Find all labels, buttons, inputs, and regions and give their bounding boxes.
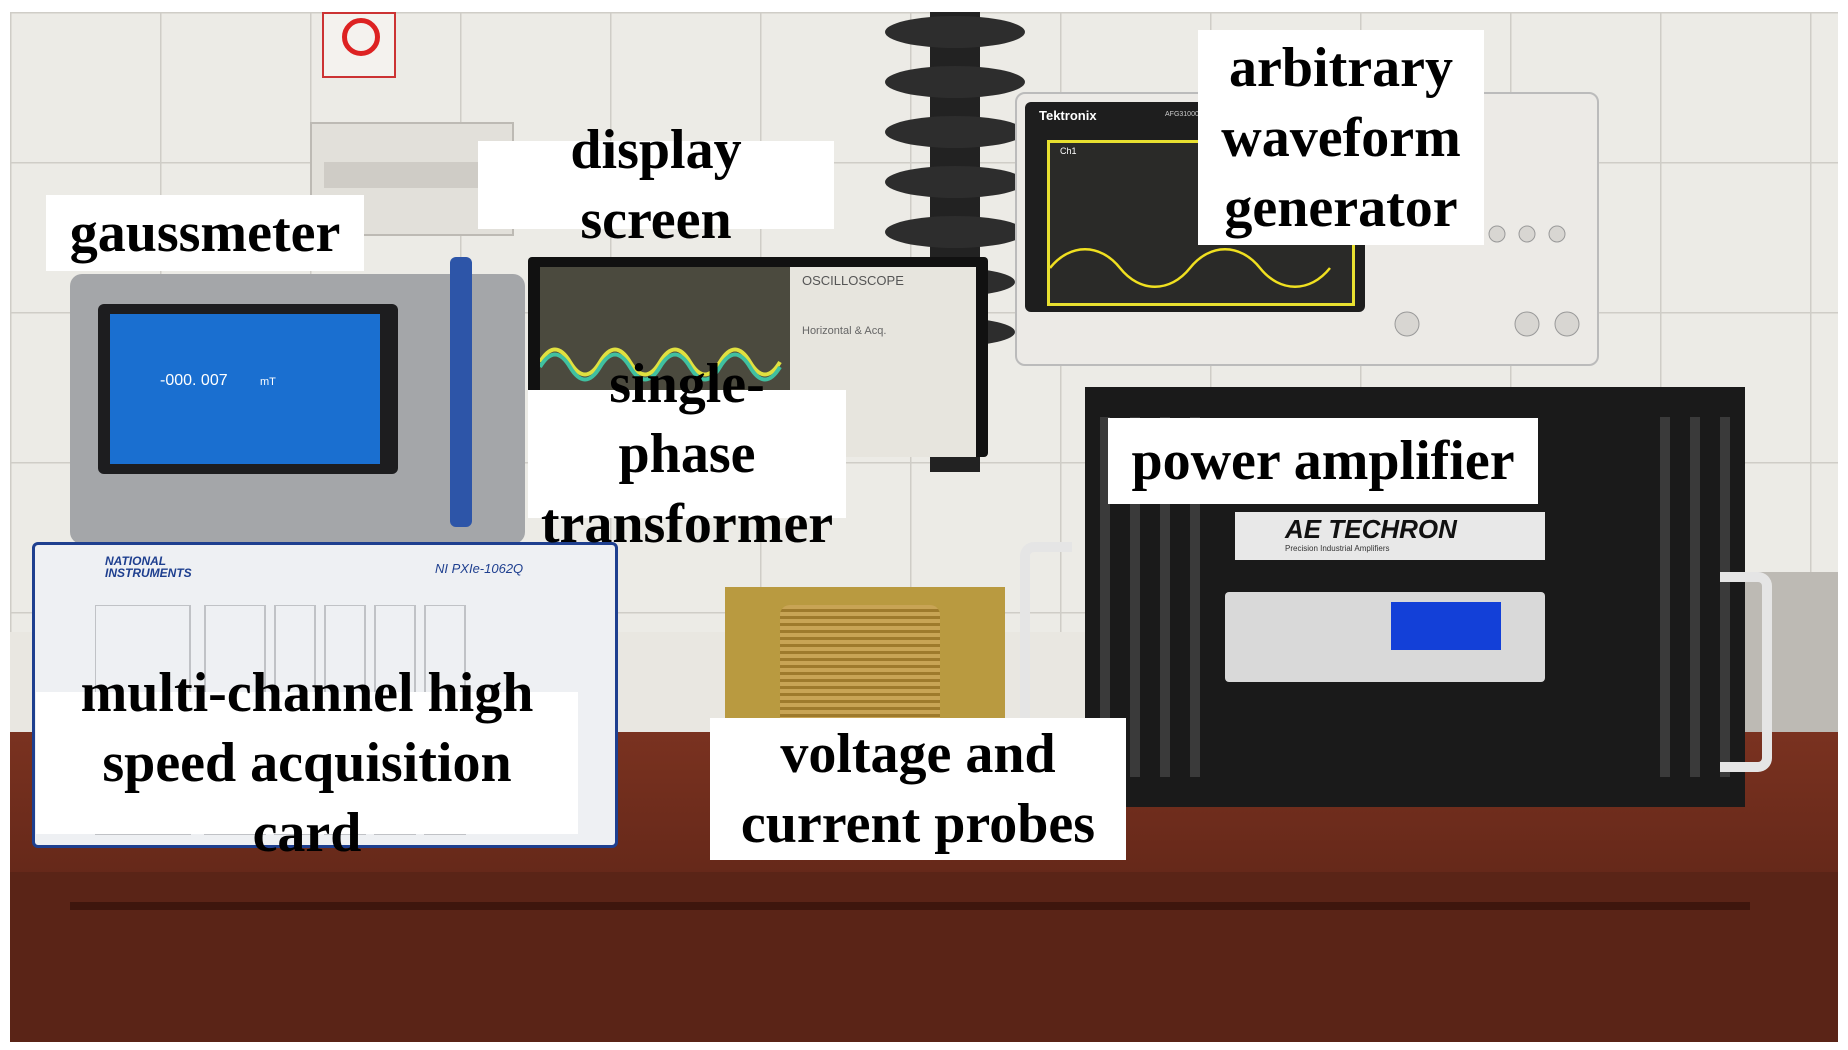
label-display-screen: display screen [478,119,834,251]
awg-controls [1394,225,1580,337]
amp-handle-right [1720,572,1772,772]
label-acquisition-card: multi-channel high speed acquisition car… [36,662,578,864]
awg-waveform [1050,248,1331,288]
amp-lcd [1391,602,1501,650]
label-probes: voltage and current probes [710,718,1126,860]
amp-brand: AE TECHRON [1285,514,1457,544]
scope-waveform [540,347,782,382]
gaussmeter-unit: mT [260,376,276,388]
label-power-amplifier: power amplifier [1108,418,1538,504]
lab-photo: OSCILLOSCOPE Horizontal & Acq. Tektronix… [10,12,1838,1042]
warning-sign [322,12,396,78]
ni-brand: NATIONAL INSTRUMENTS [105,554,192,580]
label-awg: arbitrary waveform generator [1198,30,1484,245]
gaussmeter-reading: -000. 007 [160,372,228,389]
awg-brand: Tektronix [1039,108,1097,123]
gaussmeter-device: -000. 007 mT [70,274,525,544]
gaussmeter-bezel: -000. 007 mT [98,304,398,474]
transformer-coil [780,605,940,735]
ni-model: NI PXIe-1062Q [435,561,524,576]
label-transformer: single-phase transformer [528,353,846,555]
label-gaussmeter: gaussmeter [46,195,364,271]
amp-nameplate: AE TECHRON Precision Industrial Amplifie… [1235,512,1545,560]
gauss-probe [450,257,472,527]
gaussmeter-screen: -000. 007 mT [110,314,380,464]
amp-subtitle: Precision Industrial Amplifiers [1285,544,1390,553]
no-entry-icon [342,18,380,56]
scope-title: OSCILLOSCOPE [802,273,904,288]
amp-control-panel [1225,592,1545,682]
awg-channel: Ch1 [1060,146,1077,156]
scope-subtitle: Horizontal & Acq. [802,325,887,337]
